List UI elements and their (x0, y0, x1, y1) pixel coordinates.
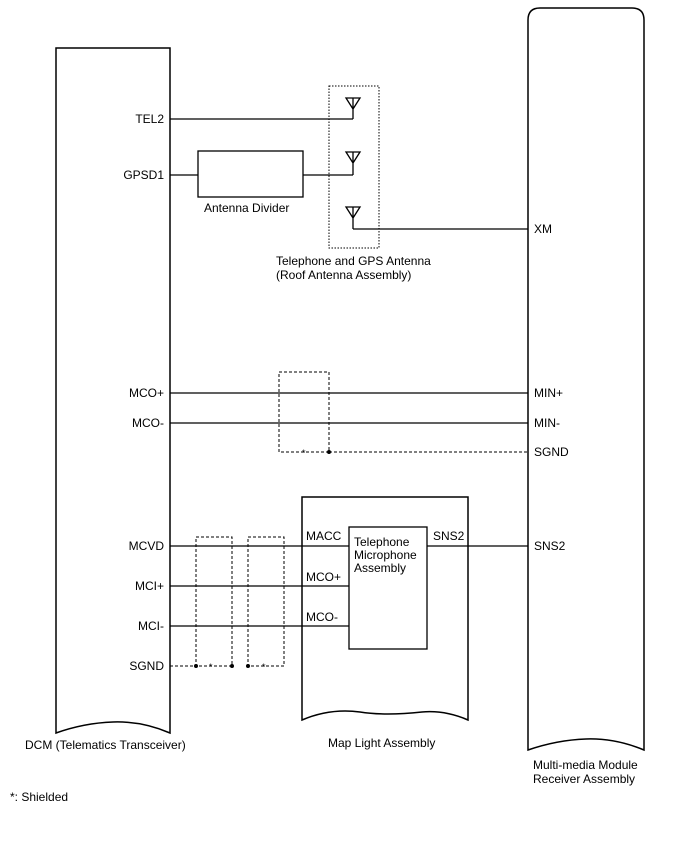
dcm-pin-mco-minus: MCO- (132, 416, 164, 430)
dcm-pin-tel2: TEL2 (135, 112, 164, 126)
ml-pin-macc: MACC (306, 529, 342, 543)
shield-junction-2 (230, 664, 234, 668)
antenna-divider-box (197, 150, 304, 198)
ml-pin-mco-minus: MCO- (306, 610, 338, 624)
shield-mcvd-b (247, 536, 285, 667)
antenna-xm-icon (344, 206, 362, 229)
mm-pin-xm: XM (534, 222, 552, 236)
shield-mark-1: * (302, 448, 306, 458)
dcm-pin-mci-minus: MCI- (138, 619, 164, 633)
dcm-pin-sgnd: SGND (129, 659, 164, 673)
shield-junction-3 (246, 664, 250, 668)
mm-pin-sgnd: SGND (534, 445, 569, 459)
dcm-box (55, 47, 171, 735)
antenna-divider-label: Antenna Divider (204, 201, 289, 215)
shield-junction-1 (194, 664, 198, 668)
mic-label-2: Microphone (354, 548, 417, 562)
roof-antenna-label-1: Telephone and GPS Antenna (276, 254, 431, 268)
shield-junction-mco (327, 450, 331, 454)
mic-label-1: Telephone (354, 535, 410, 549)
roof-antenna-label-2: (Roof Antenna Assembly) (276, 268, 411, 282)
shield-mark-3: * (262, 662, 266, 672)
roof-antenna-dotted-box (328, 85, 380, 249)
dcm-pin-mco-plus: MCO+ (129, 386, 164, 400)
multimedia-module-box (527, 7, 645, 752)
telephone-microphone-assembly-box (348, 526, 428, 650)
mm-pin-min-minus: MIN- (534, 416, 560, 430)
shield-mco (278, 371, 330, 453)
mm-pin-sns2: SNS2 (534, 539, 566, 553)
dcm-label: DCM (Telematics Transceiver) (25, 738, 186, 752)
ml-pin-mco-plus: MCO+ (306, 570, 341, 584)
ml-pin-sns2: SNS2 (433, 529, 465, 543)
shield-mcvd-a (195, 536, 233, 667)
dcm-pin-gpsd1: GPSD1 (123, 168, 164, 182)
dcm-pin-mci-plus: MCI+ (135, 579, 164, 593)
shield-mark-2: * (209, 662, 213, 672)
antenna-tel-icon (344, 97, 362, 119)
dcm-pin-mcvd: MCVD (129, 539, 165, 553)
legend-shielded: *: Shielded (10, 790, 68, 804)
mic-label-3: Assembly (354, 561, 406, 575)
mm-pin-min-plus: MIN+ (534, 386, 563, 400)
antenna-gps-icon (344, 151, 362, 175)
map-light-assembly-label: Map Light Assembly (328, 736, 435, 750)
multimedia-module-label-2: Receiver Assembly (533, 772, 635, 786)
multimedia-module-label-1: Multi-media Module (533, 758, 638, 772)
